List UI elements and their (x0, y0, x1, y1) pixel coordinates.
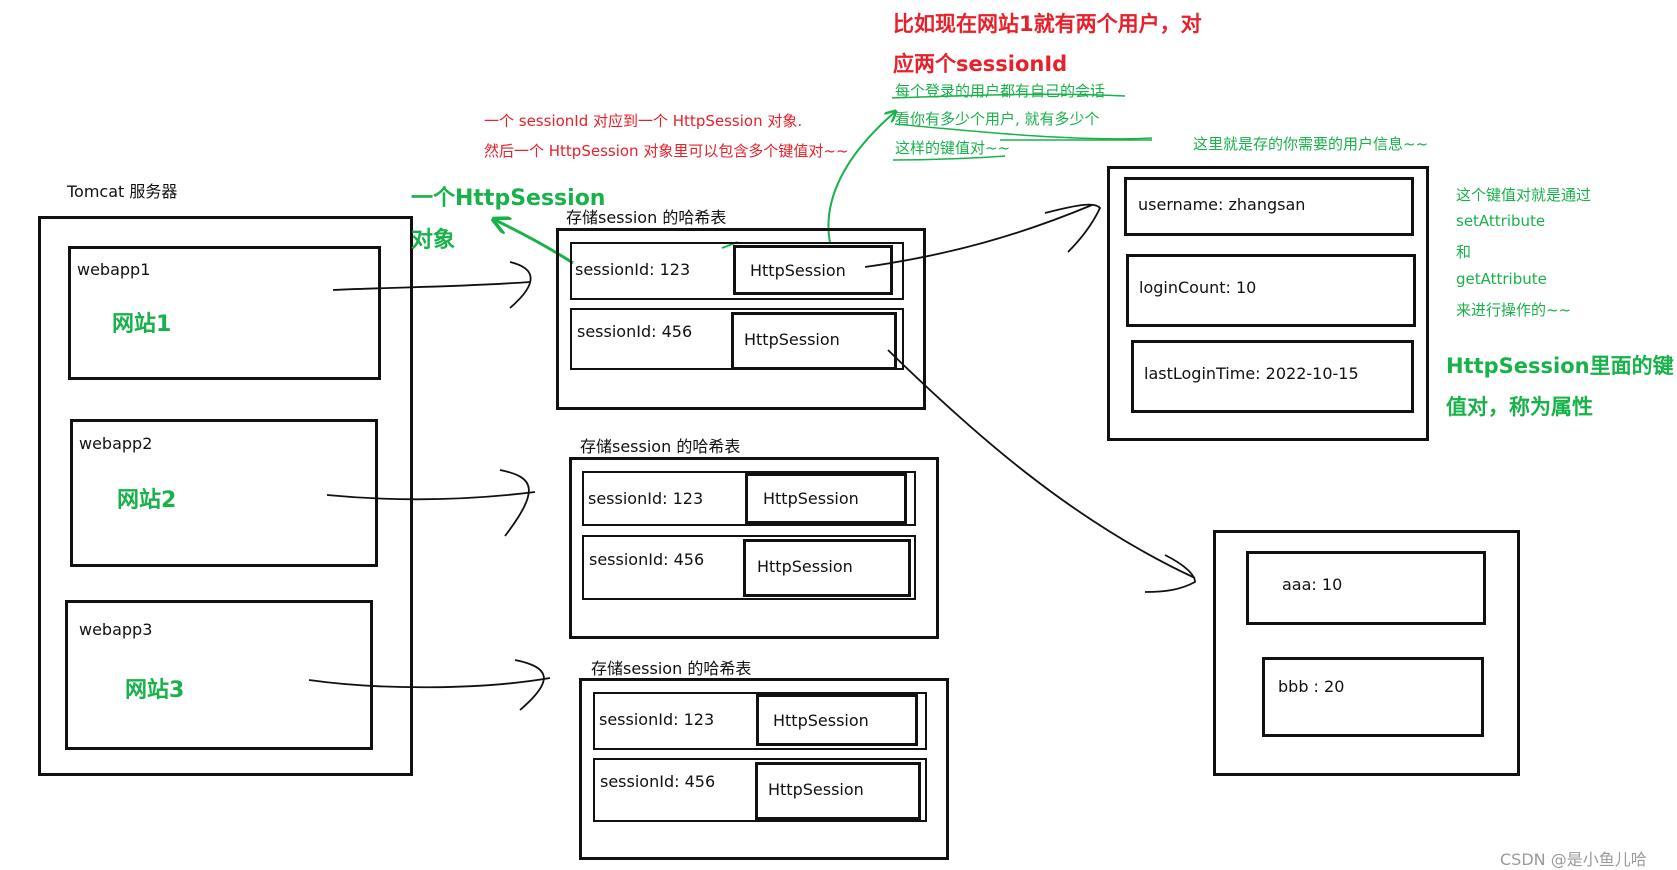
table2-row2-key: sessionId: 456 (589, 550, 705, 569)
httpsession1-attributes (1107, 166, 1429, 441)
table2-row1 (582, 471, 916, 526)
arrow-webapp2-to-table2 (326, 491, 536, 501)
table3-row2-value: HttpSession (768, 780, 864, 799)
tomcat-server-box (38, 216, 413, 776)
webapp1-site: 网站1 (112, 312, 172, 337)
green-attr-line1: HttpSession里面的键 (1446, 354, 1674, 378)
green-note-line2: 看你有多少个用户, 就有多少个 (895, 110, 1100, 128)
green-kv-line4: getAttribute (1456, 270, 1547, 288)
attr-logincount-box (1126, 254, 1416, 327)
webapp1-box (68, 246, 381, 380)
green-arrow-to-httpsession-label (495, 220, 574, 265)
arrow-webapp1-to-table1 (332, 281, 531, 291)
table3-row2-key: sessionId: 456 (600, 772, 716, 791)
attr-username: username: zhangsan (1138, 195, 1306, 214)
arrowhead-webapp1 (509, 261, 532, 309)
arrow-session-to-attrs1 (864, 204, 1093, 268)
attr-bbb-box (1262, 657, 1484, 737)
table3-row2 (593, 758, 927, 822)
arrow-webapp3-to-table3 (308, 677, 551, 689)
table2-row1-session-box (745, 473, 907, 524)
table2-row2 (582, 535, 916, 600)
table1-row1 (570, 242, 904, 300)
red-title-line2: 应两个sessionId (893, 52, 1068, 76)
webapp1-name: webapp1 (77, 260, 151, 279)
green-note-line3: 这样的键值对~~ (895, 139, 1011, 157)
attr-lastlogintime: lastLoginTime: 2022-10-15 (1144, 364, 1359, 383)
table1-row2-key: sessionId: 456 (577, 322, 693, 341)
attr-bbb: bbb : 20 (1278, 677, 1345, 696)
table1-row1-session-box (733, 245, 893, 295)
session-table-1 (556, 228, 926, 410)
arrowhead-attrs2 (1144, 554, 1196, 593)
table1-row2-value: HttpSession (744, 330, 840, 349)
green-underline-1 (891, 93, 1126, 99)
table1-title: 存储session 的哈希表 (566, 208, 727, 227)
session-table-3 (579, 678, 949, 860)
webapp3-name: webapp3 (79, 620, 153, 639)
green-arrow-up-to-note (827, 112, 895, 244)
green-httpsession-line2: 对象 (411, 228, 456, 253)
table3-title: 存储session 的哈希表 (591, 659, 752, 678)
red-note-line2: 然后一个 HttpSession 对象里可以包含多个键值对~~ (484, 142, 849, 160)
arrowhead-attrs1 (1044, 203, 1102, 253)
table2-row1-key: sessionId: 123 (588, 489, 704, 508)
green-user-info-note: 这里就是存的你需要的用户信息~~ (1193, 135, 1429, 153)
attr-logincount: loginCount: 10 (1139, 278, 1257, 297)
table2-title: 存储session 的哈希表 (580, 437, 741, 456)
webapp2-site: 网站2 (117, 488, 177, 513)
table2-row1-value: HttpSession (763, 489, 859, 508)
session-table-2 (569, 457, 939, 639)
green-underline-2 (894, 123, 1153, 140)
red-note-line1: 一个 sessionId 对应到一个 HttpSession 对象. (484, 112, 803, 130)
green-kv-line5: 来进行操作的~~ (1456, 301, 1572, 319)
green-kv-line1: 这个键值对就是通过 (1456, 186, 1592, 204)
table3-row1-session-box (756, 694, 918, 746)
webapp2-name: webapp2 (79, 434, 153, 453)
webapp3-box (65, 600, 373, 750)
green-underline-4 (892, 155, 1006, 161)
table3-row1 (593, 692, 927, 750)
green-httpsession-line1: 一个HttpSession (411, 186, 606, 211)
arrowhead-webapp2 (499, 469, 530, 537)
red-title-line1: 比如现在网站1就有两个用户，对 (893, 12, 1202, 36)
green-note-line1: 每个登录的用户都有自己的会话 (895, 82, 1106, 100)
table2-row2-value: HttpSession (757, 557, 853, 576)
watermark: CSDN @是小鱼儿哈 (1500, 850, 1647, 869)
attr-lastlogintime-box (1131, 340, 1414, 413)
table3-row1-value: HttpSession (773, 711, 869, 730)
table3-row1-key: sessionId: 123 (599, 710, 715, 729)
green-attr-line2: 值对，称为属性 (1446, 395, 1593, 419)
tomcat-server-label: Tomcat 服务器 (67, 182, 178, 201)
arrow-session-to-attrs2 (887, 349, 1196, 579)
table2-row2-session-box (743, 539, 911, 597)
attr-username-box (1124, 177, 1414, 236)
attr-aaa: aaa: 10 (1282, 575, 1343, 594)
webapp3-site: 网站3 (125, 678, 185, 703)
table1-row1-key: sessionId: 123 (575, 260, 691, 279)
table3-row2-session-box (755, 762, 921, 820)
httpsession2-attributes (1213, 530, 1520, 776)
table1-row1-value: HttpSession (750, 261, 846, 280)
attr-aaa-box (1246, 551, 1486, 625)
arrowhead-webapp3 (514, 659, 545, 711)
table1-row2-session-box (731, 312, 897, 370)
green-kv-line2: setAttribute (1456, 212, 1546, 230)
webapp2-box (70, 419, 378, 567)
green-kv-line3: 和 (1456, 243, 1472, 261)
